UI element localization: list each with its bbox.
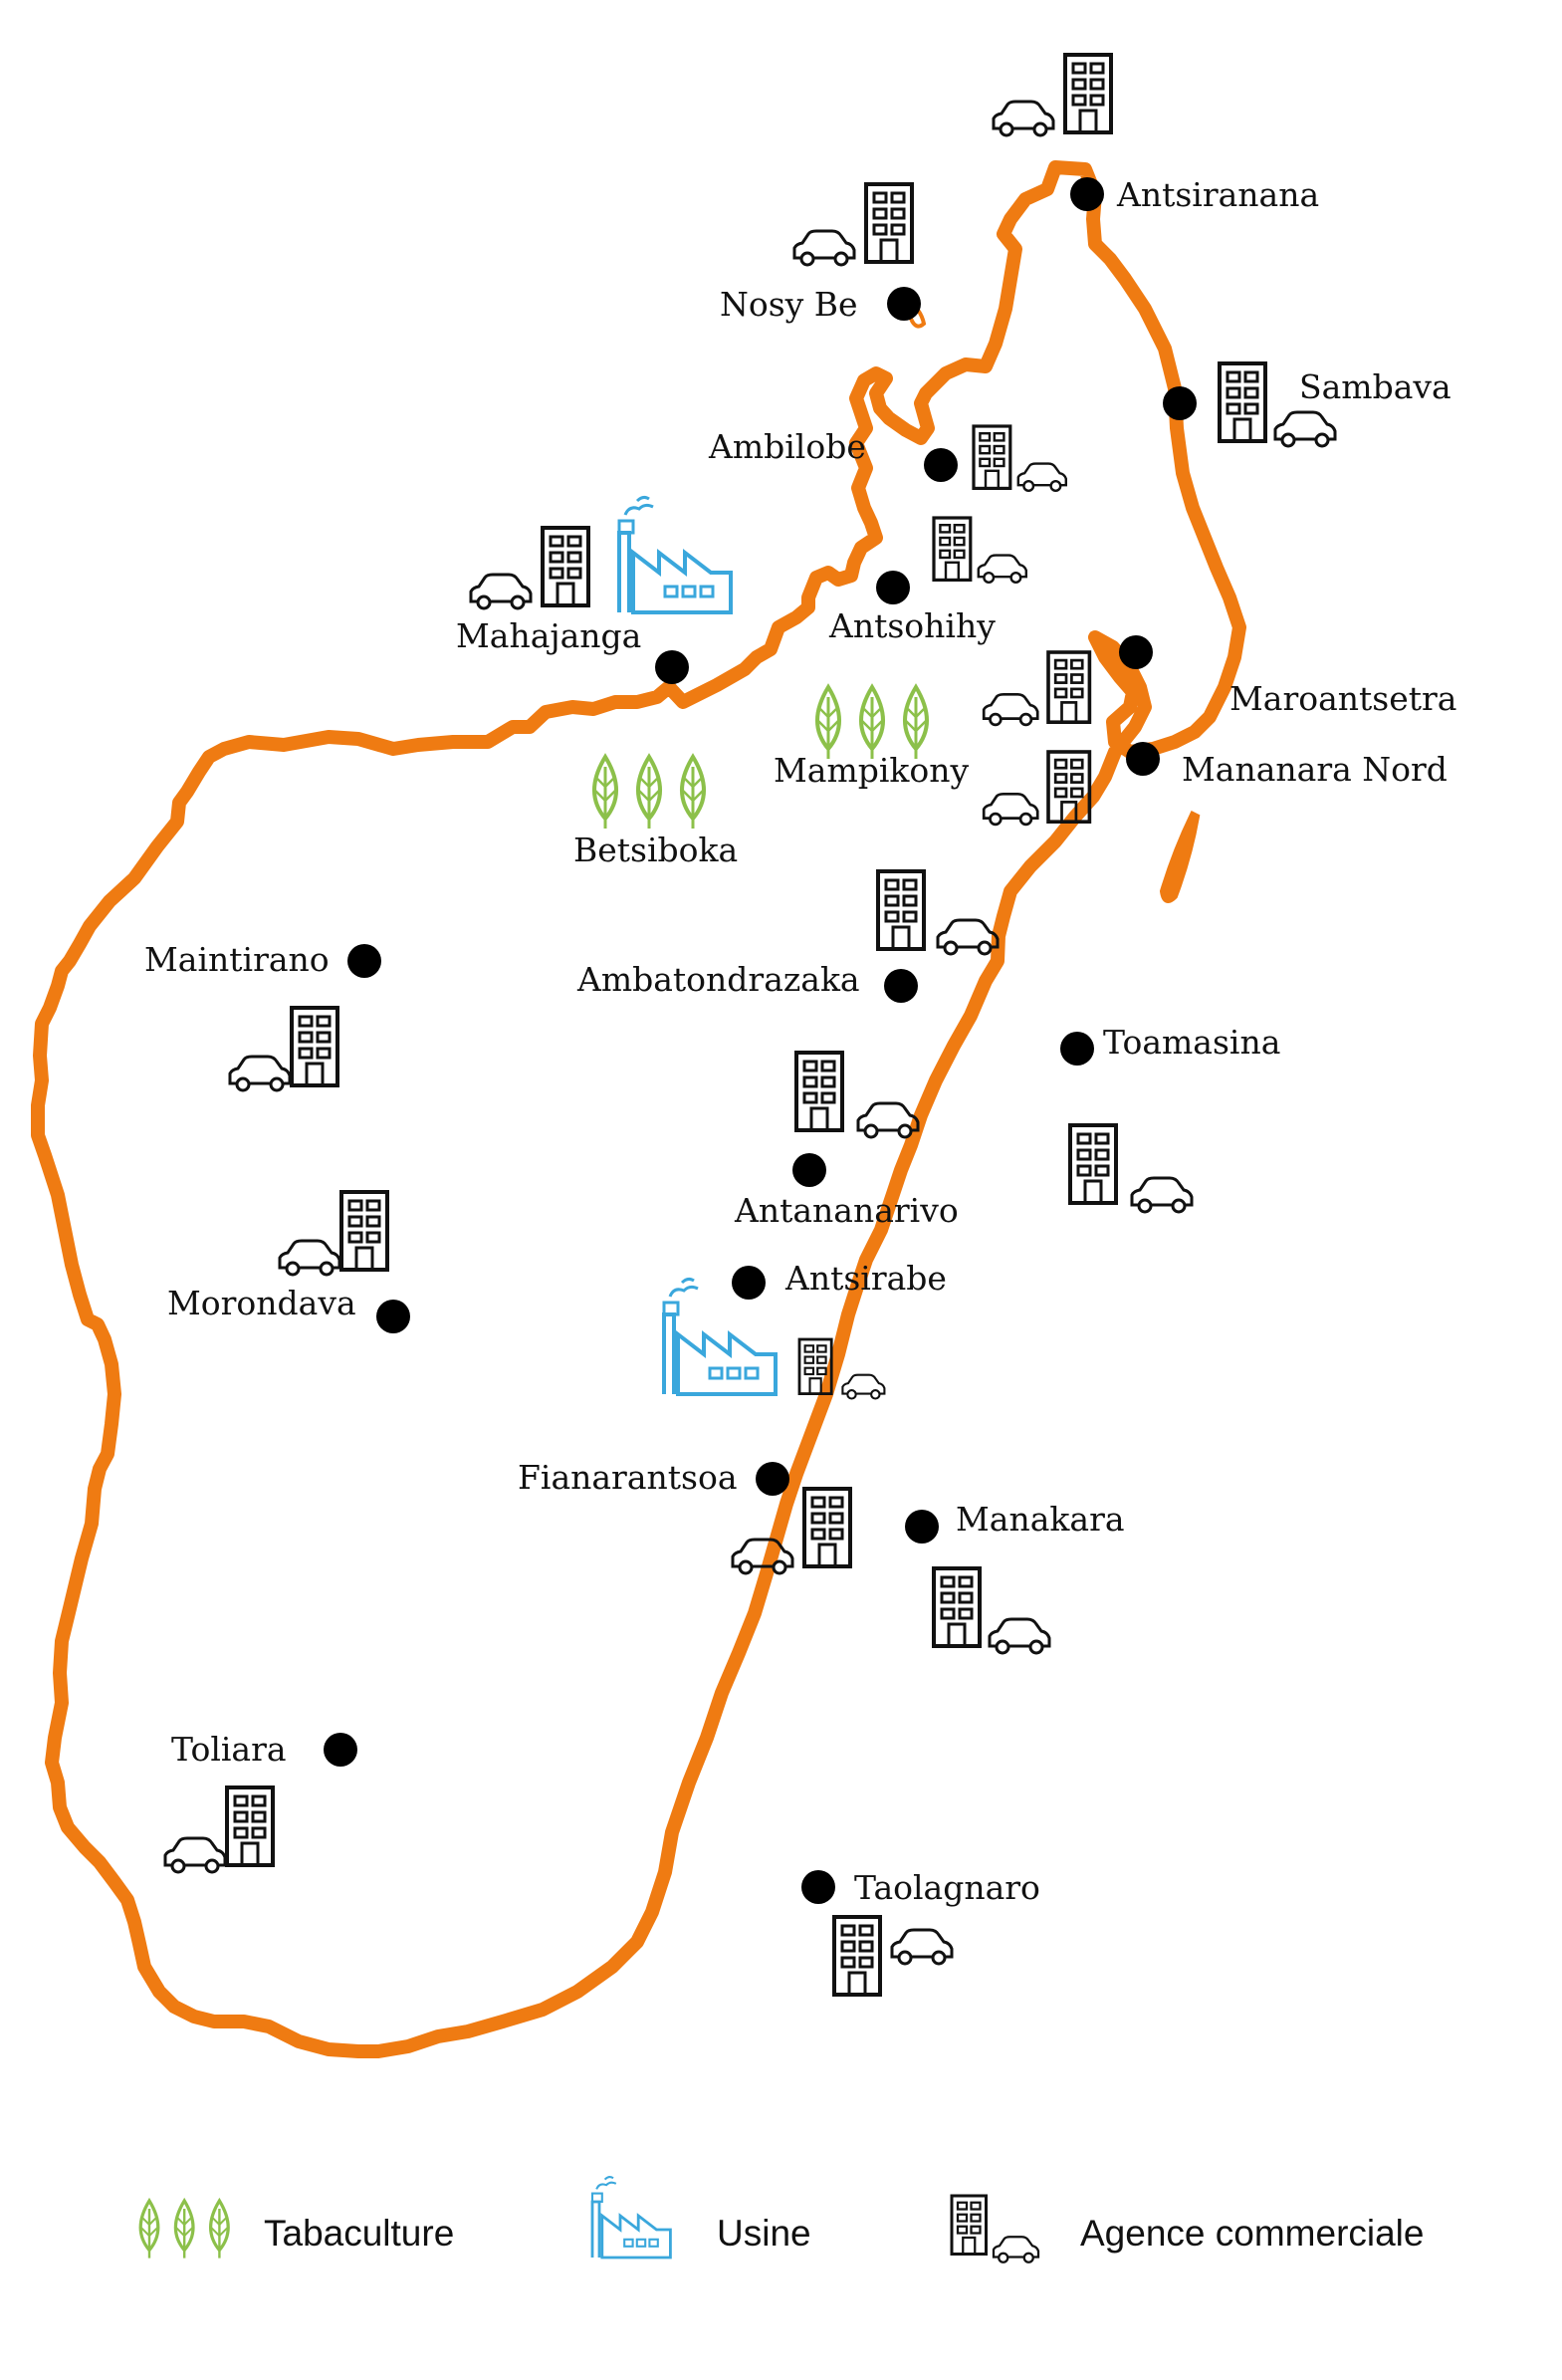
- legend-item-tabaculture: Tabaculture: [140, 2201, 454, 2259]
- legend-item-usine: Usine: [590, 2175, 811, 2260]
- agency-icon: [1068, 1123, 1194, 1214]
- agency-icon: [876, 869, 1000, 956]
- city-dot-toamasina[interactable]: [1060, 1032, 1094, 1066]
- agency-icon: [278, 1190, 389, 1277]
- city-label-maroantsetra: Maroantsetra: [1229, 679, 1456, 718]
- city-dot-mananara-nord[interactable]: [1126, 742, 1160, 776]
- agency-icon: [163, 1785, 275, 1874]
- city-dot-fianarantsoa[interactable]: [756, 1462, 789, 1496]
- agency-icon: [982, 650, 1092, 727]
- city-dot-morondava[interactable]: [376, 1300, 410, 1333]
- tobacco-icon: [817, 687, 927, 759]
- region-label-mampikony: Mampikony: [774, 751, 970, 790]
- city-dot-ambilobe[interactable]: [924, 448, 958, 482]
- factory-icon: [617, 495, 733, 614]
- city-dot-manakara[interactable]: [905, 1510, 939, 1544]
- agency-icon: [792, 182, 914, 267]
- city-label-nosy-be: Nosy Be: [720, 285, 858, 324]
- city-dot-taolagnaro[interactable]: [801, 1870, 835, 1904]
- city-label-ambilobe: Ambilobe: [708, 427, 866, 466]
- agency-icon: [228, 1006, 339, 1092]
- legend-label-agence: Agence commerciale: [1080, 2213, 1424, 2254]
- factory-icon: [590, 2175, 672, 2260]
- city-dot-nosy-be[interactable]: [887, 287, 921, 321]
- city-dot-toliara[interactable]: [324, 1733, 357, 1767]
- city-dot-maintirano[interactable]: [347, 944, 381, 978]
- factory-icon: [662, 1277, 778, 1396]
- city-dot-maroantsetra[interactable]: [1119, 635, 1153, 669]
- city-label-mananara-nord: Mananara Nord: [1182, 750, 1448, 789]
- city-dot-sambava[interactable]: [1163, 386, 1197, 420]
- city-label-antsirabe: Antsirabe: [784, 1259, 947, 1298]
- city-dot-mahajanga[interactable]: [655, 650, 689, 684]
- agency-icon: [832, 1915, 954, 1997]
- agency-icon: [469, 526, 590, 610]
- city-label-fianarantsoa: Fianarantsoa: [518, 1458, 738, 1497]
- agency-icon: [932, 516, 1028, 584]
- city-label-manakara: Manakara: [956, 1500, 1125, 1539]
- madagascar-outline: [31, 160, 1246, 2058]
- legend: Tabaculture Usine Agence commerciale: [140, 2175, 1424, 2263]
- city-label-mahajanga: Mahajanga: [456, 616, 641, 655]
- agency-icon: [992, 53, 1113, 137]
- agency-icon: [932, 1566, 1051, 1655]
- city-dot-antsiranana[interactable]: [1070, 177, 1104, 211]
- city-label-antsiranana: Antsiranana: [1116, 175, 1319, 214]
- tobacco-icon: [594, 757, 704, 829]
- city-label-toamasina: Toamasina: [1103, 1023, 1280, 1062]
- city-dot-ambatondrazaka[interactable]: [884, 969, 918, 1003]
- city-dot-antananarivo[interactable]: [792, 1153, 826, 1187]
- agency-icon: [794, 1051, 920, 1139]
- tobacco-icon: [140, 2201, 228, 2259]
- agency-icon: [972, 424, 1068, 492]
- city-dots: [324, 177, 1197, 1904]
- city-label-ambatondrazaka: Ambatondrazaka: [576, 960, 860, 999]
- city-label-maintirano: Maintirano: [144, 940, 330, 979]
- city-dot-antsohihy[interactable]: [876, 571, 910, 604]
- region-label-betsiboka: Betsiboka: [573, 831, 738, 869]
- sainte-marie-island: [1159, 810, 1201, 903]
- city-label-morondava: Morondava: [167, 1284, 356, 1322]
- legend-item-agence: Agence commerciale: [950, 2194, 1424, 2263]
- city-label-antsohihy: Antsohihy: [828, 606, 996, 645]
- city-label-taolagnaro: Taolagnaro: [854, 1868, 1040, 1907]
- city-label-antananarivo: Antananarivo: [734, 1191, 959, 1230]
- city-label-sambava: Sambava: [1299, 367, 1451, 406]
- legend-label-tabaculture: Tabaculture: [264, 2213, 454, 2254]
- agency-icon: [950, 2194, 1040, 2263]
- city-dot-antsirabe[interactable]: [732, 1266, 766, 1300]
- legend-label-usine: Usine: [717, 2213, 811, 2254]
- city-label-toliara: Toliara: [171, 1730, 287, 1769]
